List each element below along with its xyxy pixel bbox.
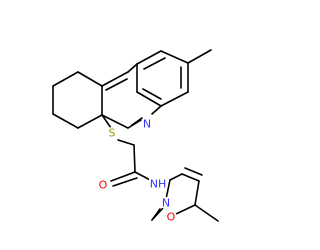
bond (151, 105, 162, 115)
bond (131, 117, 143, 126)
bond (127, 63, 138, 73)
bond (160, 91, 189, 107)
bond (52, 113, 79, 129)
bond (142, 88, 162, 100)
bond (136, 50, 162, 65)
bond (117, 139, 135, 146)
atom-labels: N S O NH N O (97, 118, 177, 224)
bond (110, 171, 136, 182)
bond (105, 78, 128, 91)
bond (101, 114, 112, 129)
bond (112, 177, 138, 187)
bond (52, 71, 79, 87)
bond (194, 204, 219, 222)
carbonyl-oxygen-label: O (99, 179, 108, 192)
amide-nitrogen-label: NH (150, 178, 167, 191)
bonds (52, 49, 219, 222)
isoxazole-nitrogen-atom: N (160, 197, 172, 210)
sulfur-label: S (109, 127, 116, 140)
bond (175, 204, 196, 215)
bond (101, 71, 129, 87)
bond (136, 91, 162, 107)
bond (165, 179, 171, 200)
chemical-structure: N S O NH N O (52, 49, 219, 224)
bond (187, 49, 212, 64)
bond (143, 57, 166, 70)
ring-nitrogen-label: N (143, 118, 151, 131)
isoxazole-oxygen-label: O (167, 211, 176, 224)
bond (151, 208, 161, 221)
bond (133, 144, 136, 173)
isoxazole-nitrogen-label: N (162, 197, 170, 210)
bond (184, 167, 203, 176)
ring-nitrogen-atom: N (141, 118, 153, 131)
carbonyl-oxygen-atom: O (97, 179, 109, 192)
bond (194, 180, 200, 206)
bond (77, 71, 103, 87)
bond (169, 173, 183, 181)
amide-nitrogen-atom: NH (149, 178, 167, 191)
isoxazole-oxygen-atom: O (165, 211, 177, 224)
bond (160, 50, 189, 64)
bond (181, 173, 200, 182)
bond (101, 114, 129, 129)
sulfur-atom: S (106, 127, 118, 140)
bond (77, 114, 103, 129)
